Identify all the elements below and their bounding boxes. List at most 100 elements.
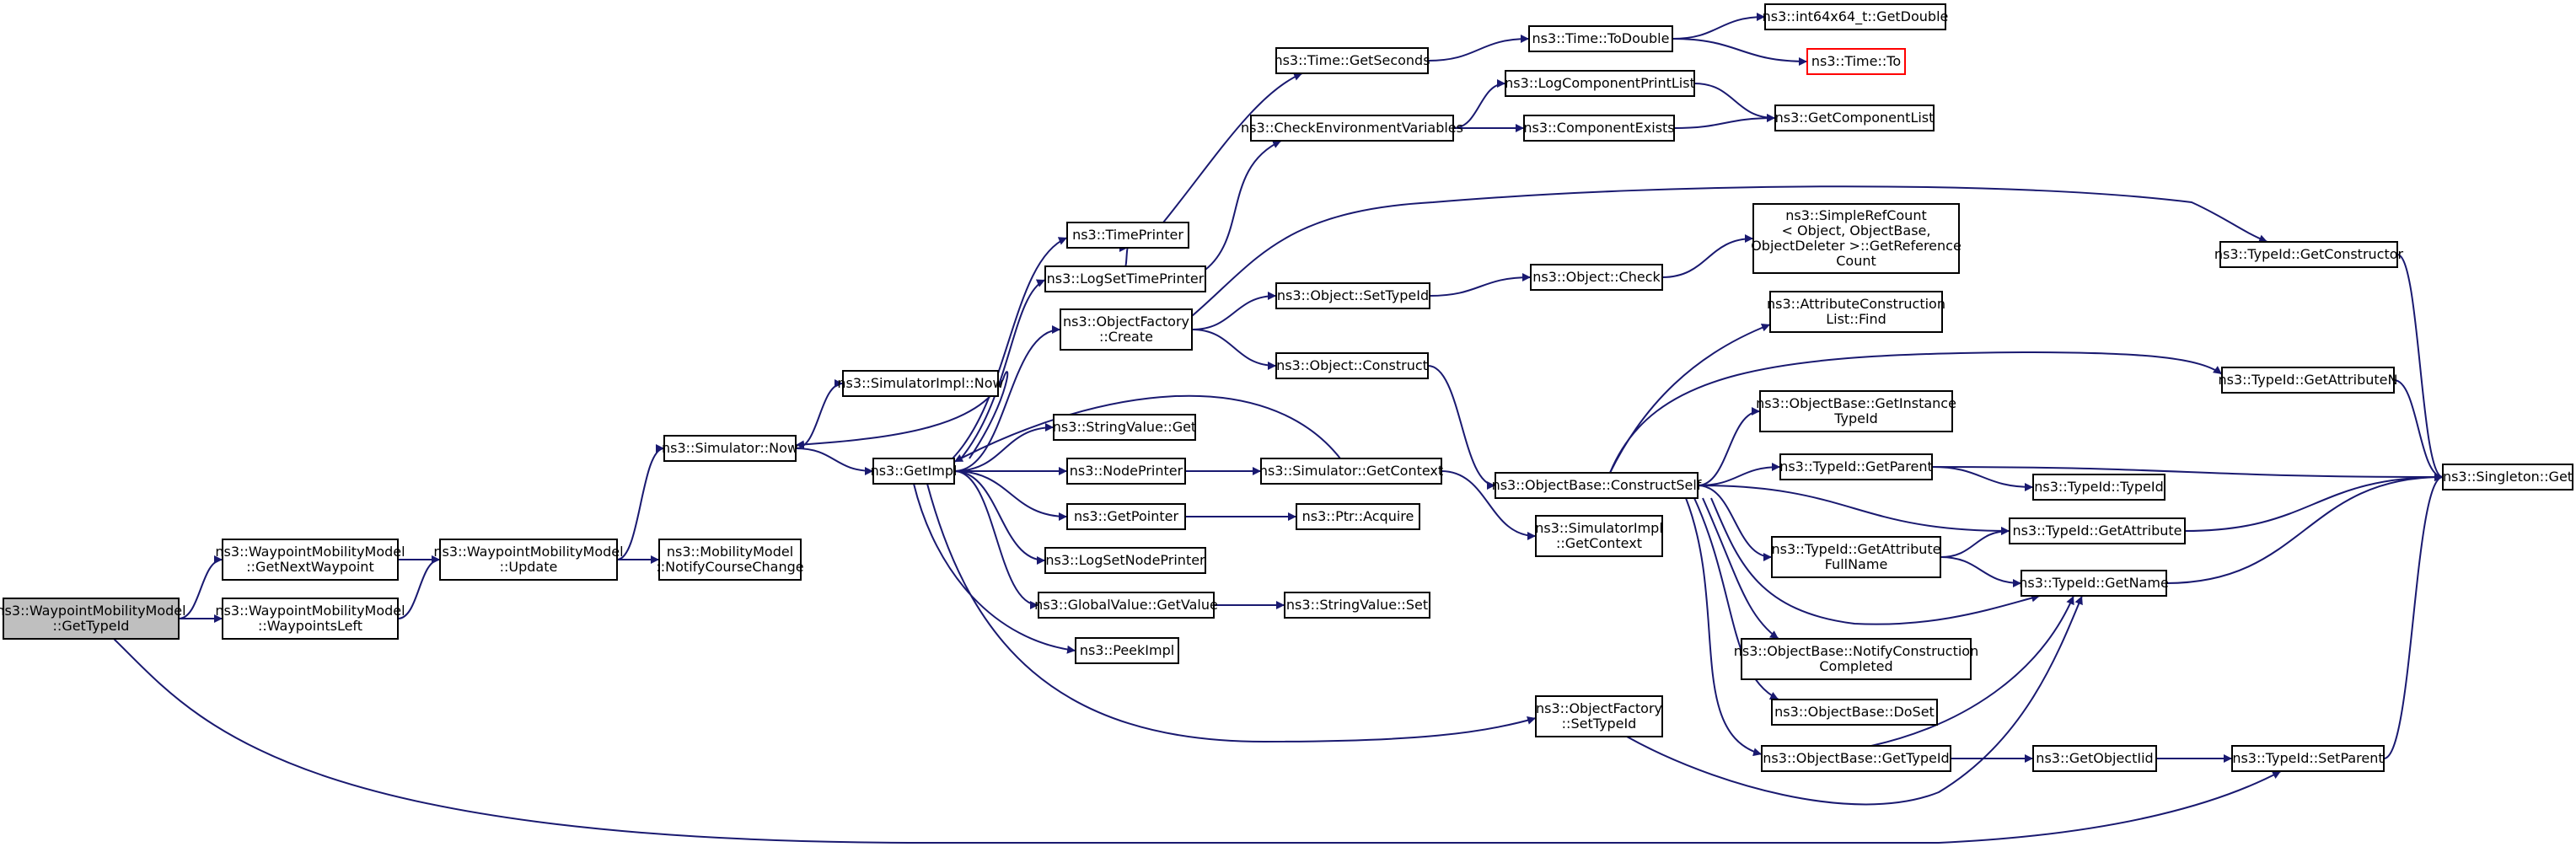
node-update[interactable]: ns3::WaypointMobilityModel::Update xyxy=(433,539,624,581)
node-box xyxy=(1044,547,1206,574)
node-timeTo[interactable]: ns3::Time::To xyxy=(1806,48,1906,75)
node-box xyxy=(842,370,999,397)
edge-componentExists-to-getComponentList xyxy=(1673,114,1776,129)
node-label: ::GetTypeId xyxy=(53,618,130,634)
node-typeIdGetParent[interactable]: ns3::TypeId::GetParent xyxy=(1779,453,1933,480)
edge-logComponentPrintList-to-getComponentList xyxy=(1693,83,1776,122)
edge-objSetTypeId-to-objCheck xyxy=(1429,273,1532,297)
node-typeIdGetName[interactable]: ns3::TypeId::GetName xyxy=(2019,570,2169,597)
node-label: ns3::GetPointer xyxy=(1074,508,1179,524)
node-objBaseGetTypeId[interactable]: ns3::ObjectBase::GetTypeId xyxy=(1761,745,1951,772)
node-componentExists[interactable]: ns3::ComponentExists xyxy=(1523,115,1675,142)
node-globalValueGetValue[interactable]: ns3::GlobalValue::GetValue xyxy=(1034,592,1218,619)
edge-getImpl-to-objFactorySetTypeId xyxy=(926,483,1537,743)
node-typeIdGetAttributeN[interactable]: ns3::TypeId::GetAttributeN xyxy=(2219,367,2398,394)
node-simNow[interactable]: ns3::Simulator::Now xyxy=(662,435,798,462)
node-simGetContext[interactable]: ns3::Simulator::GetContext xyxy=(1259,458,1443,485)
edge-getImpl-to-logSetNodePrinter xyxy=(953,470,1046,565)
node-box xyxy=(1806,48,1906,75)
edge-getImpl-to-logSetTimePrinter xyxy=(960,279,1046,459)
edge-waypointsLeft-to-update xyxy=(397,555,441,619)
node-getObjectIid[interactable]: ns3::GetObjectIid xyxy=(2032,745,2157,772)
node-notifyConstructionCompleted[interactable]: ns3::ObjectBase::NotifyConstructionCompl… xyxy=(1734,638,1978,680)
node-nodePrinter[interactable]: ns3::NodePrinter xyxy=(1066,458,1186,485)
node-label: ns3::int64x64_t::GetDouble xyxy=(1763,8,1949,25)
node-objSetTypeId[interactable]: ns3::Object::SetTypeId xyxy=(1275,282,1430,309)
node-label: ns3::TypeId::GetAttribute xyxy=(1771,541,1940,557)
node-timeGetSeconds[interactable]: ns3::Time::GetSeconds xyxy=(1274,47,1430,74)
node-box xyxy=(1759,390,1953,432)
edge-getTypeId-to-typeIdSetParent xyxy=(113,638,2282,844)
node-logSetNodePrinter[interactable]: ns3::LogSetNodePrinter xyxy=(1044,547,1206,574)
node-getImpl[interactable]: ns3::GetImpl xyxy=(871,458,958,485)
node-box xyxy=(1066,222,1189,249)
edge-objConstruct-to-constructSelf xyxy=(1427,365,1496,490)
node-label: ns3::ObjectBase::GetInstance xyxy=(1756,395,1956,411)
node-box xyxy=(1774,105,1935,131)
node-label: ns3::GetImpl xyxy=(871,463,958,479)
node-getComponentList[interactable]: ns3::GetComponentList xyxy=(1774,105,1935,131)
node-singletonGet[interactable]: ns3::Singleton::Get xyxy=(2442,464,2573,491)
node-box xyxy=(1275,282,1430,309)
node-label: ns3::Simulator::GetContext xyxy=(1259,463,1443,479)
node-peekImpl[interactable]: ns3::PeekImpl xyxy=(1075,637,1179,664)
node-checkEnvVars[interactable]: ns3::CheckEnvironmentVariables xyxy=(1241,115,1463,142)
node-getTypeId[interactable]: ns3::WaypointMobilityModel::GetTypeId xyxy=(0,598,186,640)
node-simImplNow[interactable]: ns3::SimulatorImpl::Now xyxy=(837,370,1004,397)
node-label: ns3::LogSetNodePrinter xyxy=(1045,552,1205,568)
edge-getImpl-to-timePrinter xyxy=(952,237,1068,459)
node-getPointer[interactable]: ns3::GetPointer xyxy=(1066,503,1186,530)
node-simpleRefCount[interactable]: ns3::SimpleRefCount< Object, ObjectBase,… xyxy=(1751,203,1962,274)
node-simImplGetContext[interactable]: ns3::SimulatorImpl::GetContext xyxy=(1535,515,1663,557)
node-stringValueSet[interactable]: ns3::StringValue::Set xyxy=(1284,592,1430,619)
node-box xyxy=(1275,47,1429,74)
node-label: ns3::TypeId::TypeId xyxy=(2034,479,2163,495)
node-objCheck[interactable]: ns3::Object::Check xyxy=(1530,264,1663,291)
node-objConstruct[interactable]: ns3::Object::Construct xyxy=(1275,352,1429,379)
node-objFactoryCreate[interactable]: ns3::ObjectFactory::Create xyxy=(1060,308,1193,351)
node-typeIdGetAttribute[interactable]: ns3::TypeId::GetAttribute xyxy=(2009,517,2186,544)
node-box xyxy=(2231,745,2385,772)
edge-timeToDouble-to-int64GetDouble xyxy=(1672,13,1766,40)
node-box xyxy=(1771,536,1941,578)
edge-constructSelf-to-notifyConstructionCompleted xyxy=(1702,497,1779,640)
node-logSetTimePrinter[interactable]: ns3::LogSetTimePrinter xyxy=(1044,265,1206,292)
node-logComponentPrintList[interactable]: ns3::LogComponentPrintList xyxy=(1505,70,1695,97)
node-getNextWaypoint[interactable]: ns3::WaypointMobilityModel::GetNextWaypo… xyxy=(215,539,405,581)
edge-constructSelf-to-getInstanceTypeId xyxy=(1697,407,1761,486)
node-label: ns3::Object::Construct xyxy=(1276,357,1428,373)
edge-getImpl-to-getPointer xyxy=(953,470,1068,521)
node-label: ns3::GlobalValue::GetValue xyxy=(1034,597,1218,613)
node-label: ns3::WaypointMobilityModel xyxy=(433,544,623,560)
node-objFactorySetTypeId[interactable]: ns3::ObjectFactory::SetTypeId xyxy=(1535,695,1663,737)
node-objBaseDoSet[interactable]: ns3::ObjectBase::DoSet xyxy=(1771,699,1938,726)
node-label: ns3::ObjectBase::GetTypeId xyxy=(1763,750,1949,766)
node-label: ns3::CheckEnvironmentVariables xyxy=(1241,120,1463,136)
node-int64GetDouble[interactable]: ns3::int64x64_t::GetDouble xyxy=(1763,3,1949,30)
node-box xyxy=(663,435,797,462)
call-nodes: ns3::WaypointMobilityModel::GetTypeIdns3… xyxy=(0,3,2573,772)
node-label: ns3::WaypointMobilityModel xyxy=(215,544,405,560)
node-box xyxy=(222,539,399,581)
edge-constructSelf-to-objBaseGetTypeId xyxy=(1685,497,1763,757)
edge-typeIdGetParent-to-typeIdTypeId xyxy=(1931,466,2034,491)
node-notifyCourseChange[interactable]: ns3::MobilityModel::NotifyCourseChange xyxy=(656,539,804,581)
node-typeIdGetConstructor[interactable]: ns3::TypeId::GetConstructor xyxy=(2214,241,2404,268)
node-waypointsLeft[interactable]: ns3::WaypointMobilityModel::WaypointsLef… xyxy=(215,598,405,640)
node-timePrinter[interactable]: ns3::TimePrinter xyxy=(1066,222,1189,249)
edge-constructSelf-to-typeIdGetAttribute xyxy=(1697,485,2010,535)
node-stringValueGet[interactable]: ns3::StringValue::Get xyxy=(1053,414,1196,441)
node-timeToDouble[interactable]: ns3::Time::ToDouble xyxy=(1528,25,1673,52)
node-label: ns3::GetComponentList xyxy=(1775,110,1935,126)
edge-simNow-to-simImplNow xyxy=(795,379,844,449)
node-constructSelf[interactable]: ns3::ObjectBase::ConstructSelf xyxy=(1492,472,1702,499)
edge-logSetTimePrinter-to-timePrinter xyxy=(1119,244,1129,267)
node-typeIdSetParent[interactable]: ns3::TypeId::SetParent xyxy=(2231,745,2385,772)
node-typeIdTypeId[interactable]: ns3::TypeId::TypeId xyxy=(2032,474,2165,501)
node-label: Completed xyxy=(1819,658,1892,674)
node-ptrAcquire[interactable]: ns3::Ptr::Acquire xyxy=(1296,503,1420,530)
